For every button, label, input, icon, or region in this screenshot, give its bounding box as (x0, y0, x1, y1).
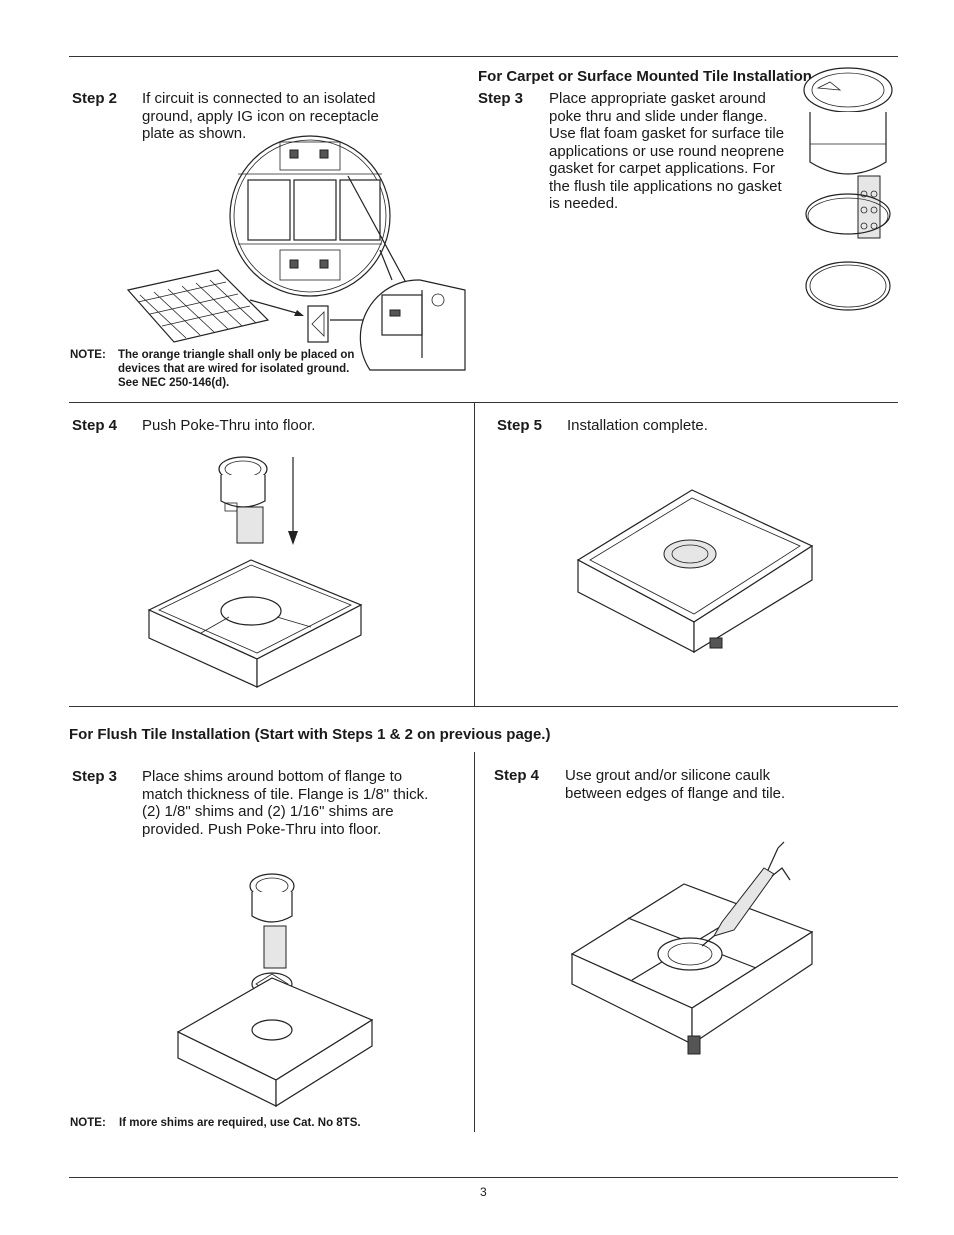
shims-illustration (176, 873, 374, 1108)
step4-carpet-text: Push Poke-Thru into floor. (142, 417, 316, 434)
step2-label: Step 2 (72, 90, 118, 107)
step4-flush-text: Use grout and/or silicone caulk between … (565, 767, 786, 802)
step4-flush-label: Step 4 (494, 767, 540, 784)
column-divider-1 (474, 402, 475, 707)
column-divider-2 (474, 752, 475, 1132)
carpet-section-heading: For Carpet or Surface Mounted Tile Insta… (478, 68, 812, 85)
step5-carpet-text: Installation complete. (567, 417, 708, 434)
step3-carpet-text: Place appropriate gasket around poke thr… (549, 90, 785, 212)
section-divider-1 (69, 402, 898, 403)
step3-flush-label: Step 3 (72, 768, 118, 785)
step3-flush-text: Place shims around bottom of flange to m… (142, 768, 429, 838)
receptacle-plate-illustration (126, 135, 466, 371)
bottom-rule (69, 1177, 898, 1178)
installation-complete-illustration (576, 489, 814, 654)
step2-text: If circuit is connected to an isolated g… (142, 90, 379, 142)
section-divider-2 (69, 706, 898, 707)
step3-flush-note-label: NOTE: (70, 1117, 106, 1129)
top-rule (69, 56, 898, 57)
push-into-floor-illustration (147, 456, 363, 688)
gasket-illustration (803, 67, 893, 311)
step5-carpet-label: Step 5 (497, 417, 543, 434)
flush-section-heading: For Flush Tile Installation (Start with … (69, 726, 551, 743)
step4-carpet-label: Step 4 (72, 417, 118, 434)
step3-flush-note-text: If more shims are required, use Cat. No … (119, 1117, 361, 1129)
caulk-illustration (570, 841, 814, 1055)
step2-note-text: The orange triangle shall only be placed… (118, 349, 355, 389)
step2-note-label: NOTE: (70, 349, 106, 361)
page-number: 3 (480, 1185, 487, 1199)
step3-carpet-label: Step 3 (478, 90, 524, 107)
